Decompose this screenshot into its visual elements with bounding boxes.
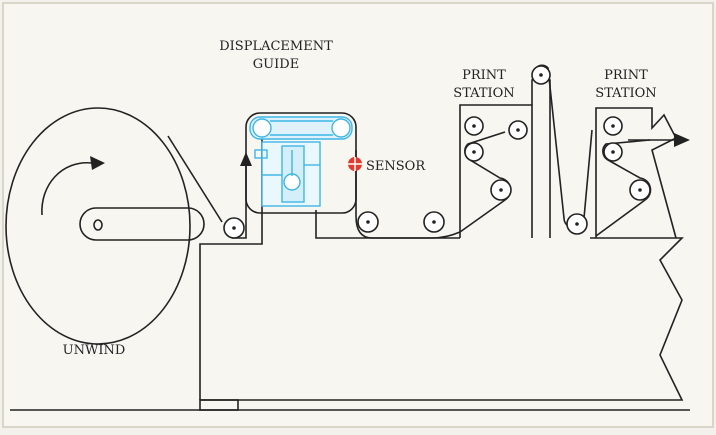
unwind-roll <box>5 107 191 345</box>
unwind-rotation-arc <box>41 162 93 216</box>
unwind-arm <box>79 207 205 241</box>
label-displacement-guide-1: DISPLACEMENT <box>219 39 333 54</box>
label-print-station-1-a: PRINT <box>462 68 506 83</box>
label-print-station-2-a: PRINT <box>604 68 648 83</box>
unwind-arm-pivot <box>93 219 103 231</box>
unwind-rotation-arrowhead <box>90 156 105 170</box>
web-from-unwind <box>167 135 223 223</box>
sensor-icon <box>348 157 362 171</box>
print-station-1-frame <box>459 104 533 238</box>
web-exit-arrowhead <box>674 133 690 147</box>
machine-frame-right <box>200 237 684 401</box>
label-print-station-2-b: STATION <box>595 86 656 101</box>
print-station-2-frame <box>595 107 678 239</box>
label-sensor: SENSOR <box>366 159 426 174</box>
displacement-guide-mechanism <box>249 116 353 207</box>
diagram-border <box>2 2 714 428</box>
label-print-station-1-b: STATION <box>453 86 514 101</box>
web-up-arrowhead <box>240 152 252 166</box>
label-unwind: UNWIND <box>63 343 126 358</box>
web-guide-to-station1 <box>355 150 461 239</box>
label-displacement-guide-2: GUIDE <box>253 57 299 72</box>
